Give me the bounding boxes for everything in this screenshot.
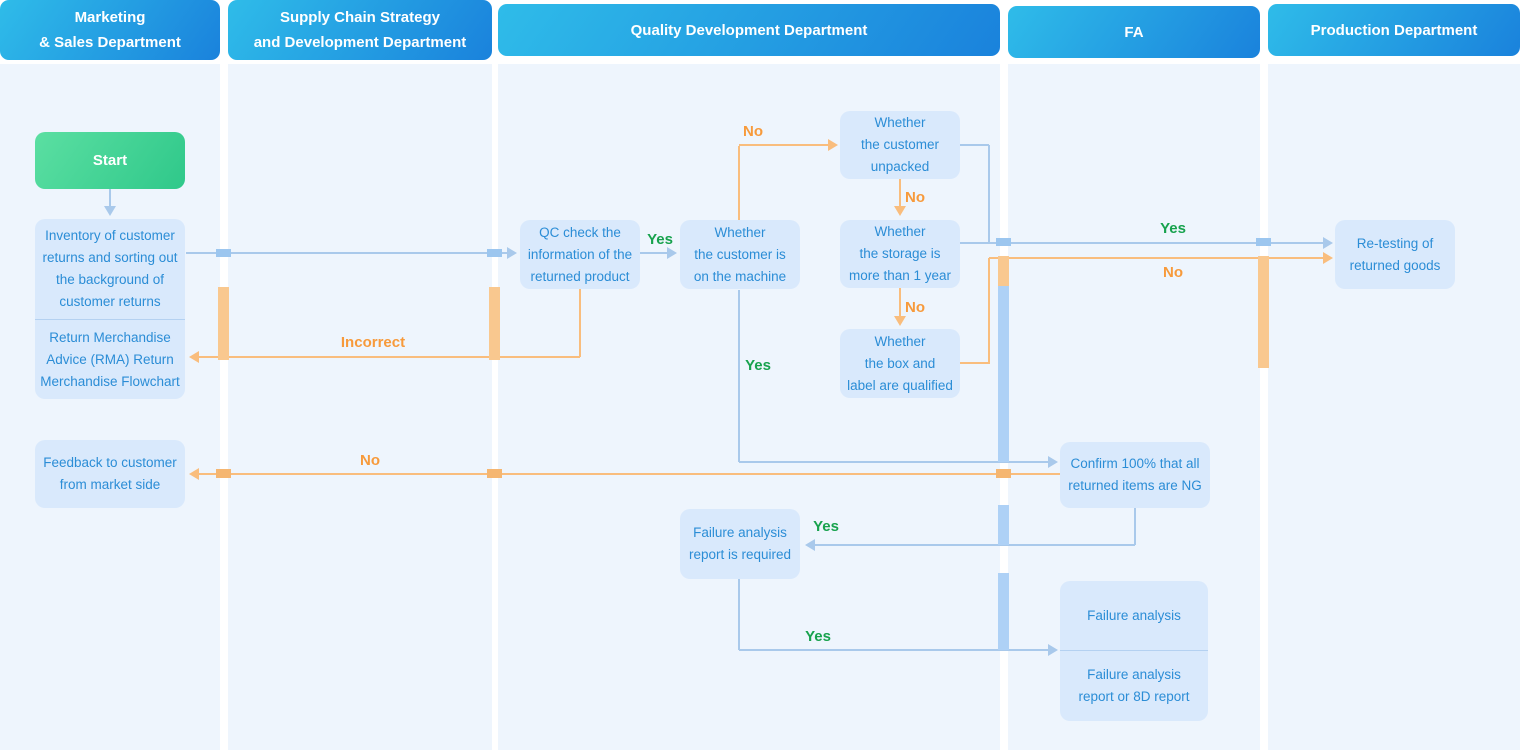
node-rma[interactable]: Return Merchandise Advice (RMA) Return M… (35, 319, 185, 399)
bridge-blue-4 (1256, 238, 1271, 246)
lane-title: Production Department (1310, 21, 1478, 39)
node-start[interactable]: Start (35, 132, 185, 189)
edge-unpacked-yes-h (959, 144, 989, 146)
edge-label-confirm-no: No (360, 452, 380, 469)
bridge-blue-1 (216, 249, 231, 257)
lane-header-fa[interactable]: FA (1008, 6, 1260, 58)
node-fa-report-8d[interactable]: Failure analysis report or 8D report (1060, 650, 1208, 721)
bridge-orange-1 (216, 469, 231, 478)
edge-start-to-inventory (109, 188, 111, 214)
divider-bar-orange-4 (1258, 256, 1269, 368)
edge-confirm-yes-h (812, 544, 1135, 546)
arrowhead-no-retesting (1323, 252, 1333, 264)
edge-machine-yes-h (739, 461, 1049, 463)
arrowhead-incorrect-rma (189, 351, 199, 363)
node-failure-analysis-stack[interactable]: Failure analysis Failure analysis report… (1060, 581, 1208, 721)
lane-title: Supply Chain Strategy and Development De… (253, 9, 467, 51)
node-retesting[interactable]: Re-testing of returned goods (1335, 220, 1455, 289)
divider-bar-blue-3 (998, 573, 1009, 650)
node-feedback[interactable]: Feedback to customer from market side (35, 440, 185, 508)
bridge-orange-2 (487, 469, 502, 478)
lane-title: Marketing & Sales Department (39, 9, 181, 51)
edge-machine-no-h (739, 144, 829, 146)
lane-supply-chain (228, 64, 492, 750)
edge-inventory-to-qc (186, 252, 508, 254)
bridge-orange-3 (996, 469, 1011, 478)
edge-machine-yes-v (738, 290, 740, 462)
bridge-blue-2 (487, 249, 502, 257)
edge-unpacked-yes-v (988, 145, 990, 243)
edge-label-machine-no: No (743, 123, 763, 140)
edge-label-retest-no: No (1163, 264, 1183, 281)
edge-qc-incorrect-v (579, 289, 581, 357)
divider-bar-blue-1 (998, 286, 1009, 462)
node-box-label[interactable]: Whether the box and label are qualified (840, 329, 960, 398)
divider-bar-orange-3 (998, 256, 1009, 286)
edge-label-qc-yes: Yes (647, 231, 673, 248)
node-qc-check[interactable]: QC check the information of the returned… (520, 220, 640, 289)
lane-production (1268, 64, 1520, 750)
arrowhead-machine-unpacked (828, 139, 838, 151)
node-unpacked[interactable]: Whether the customer unpacked (840, 111, 960, 179)
edge-boxlabel-no-h1 (959, 362, 989, 364)
lane-title: FA (1124, 23, 1144, 41)
node-confirm-ng[interactable]: Confirm 100% that all returned items are… (1060, 442, 1210, 508)
node-on-machine[interactable]: Whether the customer is on the machine (680, 220, 800, 289)
edge-machine-no-v (738, 146, 740, 220)
lane-header-marketing-sales[interactable]: Marketing & Sales Department (0, 0, 220, 60)
edge-label-unpacked-no: No (905, 189, 925, 206)
edge-label-storage-no: No (905, 299, 925, 316)
divider-bar-orange-1 (218, 287, 229, 360)
edge-confirm-yes-v (1134, 508, 1136, 545)
edge-report-yes-v (738, 579, 740, 650)
bridge-blue-3 (996, 238, 1011, 246)
divider-bar-orange-2 (489, 287, 500, 360)
edge-label-machine-yes: Yes (745, 357, 771, 374)
edge-label-incorrect: Incorrect (340, 334, 406, 351)
lane-header-supply-chain[interactable]: Supply Chain Strategy and Development De… (228, 0, 492, 60)
edge-report-yes-h (739, 649, 1049, 651)
node-label: Start (92, 152, 128, 169)
arrowhead-confirm-feedback (189, 468, 199, 480)
edge-label-retest-yes: Yes (1160, 220, 1186, 237)
arrowhead-unpacked-storage (894, 206, 906, 216)
edge-qc-to-machine (640, 252, 668, 254)
edge-confirm-no-h (196, 473, 1060, 475)
arrowhead-inventory-qc (507, 247, 517, 259)
arrowhead-start-inventory (104, 206, 116, 216)
arrowhead-report-analysis (1048, 644, 1058, 656)
lane-header-quality-development[interactable]: Quality Development Department (498, 4, 1000, 56)
node-storage[interactable]: Whether the storage is more than 1 year (840, 220, 960, 288)
edge-label-report-yes: Yes (805, 628, 831, 645)
lane-title: Quality Development Department (630, 21, 868, 39)
edge-boxlabel-no-v (988, 258, 990, 364)
edge-label-confirm-yes: Yes (813, 518, 839, 535)
edge-storage-no (899, 288, 901, 319)
lane-header-production[interactable]: Production Department (1268, 4, 1520, 56)
node-inventory[interactable]: Inventory of customer returns and sortin… (42, 228, 178, 310)
edge-qc-incorrect-h (196, 356, 580, 358)
node-fa-report-required[interactable]: Failure analysis report is required (680, 509, 800, 579)
edge-storage-yes-h (959, 242, 1324, 244)
node-inventory-rma-stack[interactable]: Inventory of customer returns and sortin… (35, 219, 185, 399)
edge-unpacked-no (899, 179, 901, 209)
arrowhead-qc-machine (667, 247, 677, 259)
arrowhead-yes-retesting (1323, 237, 1333, 249)
arrowhead-confirm-report (805, 539, 815, 551)
edge-boxlabel-no-h2 (989, 257, 1324, 259)
arrowhead-storage-boxlabel (894, 316, 906, 326)
node-failure-analysis[interactable]: Failure analysis (1087, 607, 1181, 623)
arrowhead-machine-confirm (1048, 456, 1058, 468)
divider-bar-blue-2 (998, 505, 1009, 545)
